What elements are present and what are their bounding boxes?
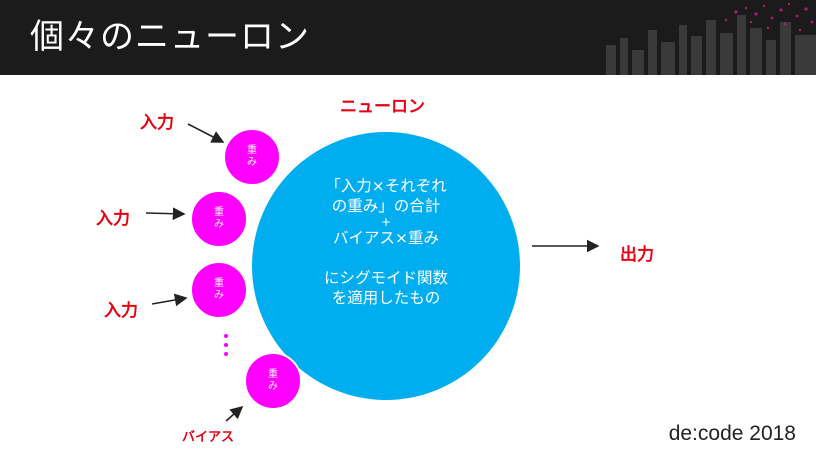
arrow-input-2 xyxy=(145,207,186,221)
weight-node-3: 重 み xyxy=(190,261,248,319)
neuron-text-line: + xyxy=(380,215,392,229)
arrow-input-3 xyxy=(151,293,188,307)
neuron-description: 「入力×それぞれの重み」の合計+バイアス×重み にシグモイド関数を適用したもの xyxy=(252,132,520,308)
weight-label: 重 み xyxy=(214,278,224,301)
neuron-text-line: にシグモイド関数 xyxy=(323,269,448,287)
weight-node-2: 重 み xyxy=(190,190,248,248)
input-label-1: 入力 xyxy=(140,113,174,133)
neuron-text-line: 「入力×それぞれ xyxy=(325,177,447,195)
neuron-text-line: を適用したもの xyxy=(331,289,441,307)
neuron-circle: 「入力×それぞれの重み」の合計+バイアス×重み にシグモイド関数を適用したもの xyxy=(252,132,520,400)
input-label-3: 入力 xyxy=(104,301,138,321)
brand-logo-text: de:code 2018 xyxy=(668,422,796,445)
weight-label: 重 み xyxy=(214,207,224,230)
neuron-text-line: の重み」の合計 xyxy=(331,197,441,215)
slide-header: 個々のニューロン xyxy=(0,0,816,75)
input-label-2: 入力 xyxy=(96,209,130,229)
weight-node-1: 重 み xyxy=(223,128,281,186)
weight-label: 重 み xyxy=(268,369,278,392)
cityscape-decoration xyxy=(606,2,816,75)
bias-label: バイアス xyxy=(182,430,235,445)
slide-title: 個々のニューロン xyxy=(30,17,310,57)
weight-node-bias: 重 み xyxy=(244,352,302,410)
arrow-input-1 xyxy=(187,123,225,143)
output-label: 出力 xyxy=(620,245,654,265)
arrow-bias xyxy=(225,405,244,422)
neuron-text-line: バイアス×重み xyxy=(333,229,439,247)
weight-label: 重 み xyxy=(247,145,257,168)
neuron-title: ニューロン xyxy=(340,97,425,117)
ellipsis-dots xyxy=(224,334,230,361)
